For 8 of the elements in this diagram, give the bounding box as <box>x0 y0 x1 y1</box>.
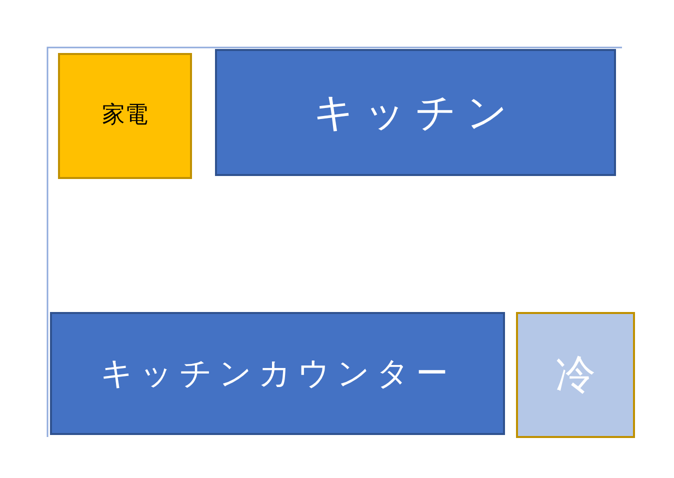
appliance-area <box>58 53 192 179</box>
area-label: 家電 <box>102 102 148 130</box>
area-label: 冷 <box>556 351 596 399</box>
area-label: キッチン <box>314 88 518 136</box>
kitchen-area <box>215 49 616 176</box>
area-label: キッチンカウンター <box>100 354 454 393</box>
kitchen-counter-area <box>50 312 505 435</box>
refrigerator-area <box>516 312 635 438</box>
